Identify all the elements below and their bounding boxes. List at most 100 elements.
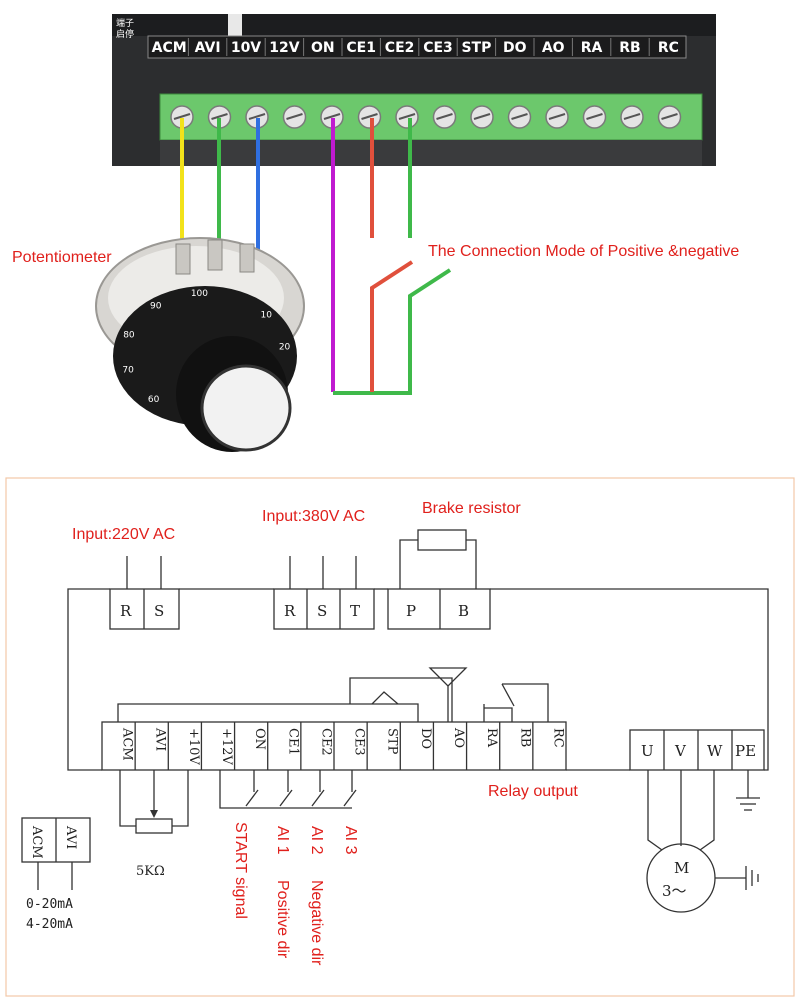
brake-resistor-label: Brake resistor: [422, 500, 521, 517]
schematic-frame: [5, 477, 795, 997]
terminal-s-1: S: [154, 602, 164, 620]
control-terminal-acm: ACM: [120, 727, 135, 761]
terminal-screw-icon: [470, 105, 494, 129]
header-chinese-1: 端子: [116, 17, 134, 29]
current-acm-label: ACM: [29, 825, 44, 859]
potentiometer-symbol: [119, 770, 189, 834]
input-380-label: Input:380V AC: [262, 508, 365, 525]
terminal-r-3: R: [284, 602, 296, 620]
connection-mode-label: The Connection Mode of Positive &negativ…: [428, 243, 739, 260]
control-terminal-rb: RB: [517, 728, 532, 747]
terminal-screw-icon: [620, 105, 644, 129]
input-switches: [219, 770, 357, 809]
terminal-u: U: [641, 742, 654, 760]
negative-dir-label: Negative dir: [308, 880, 325, 966]
dial-tick-label: 70: [122, 366, 134, 376]
current-range-2: 4-20mA: [26, 917, 73, 932]
current-input-terminals: ACM AVI: [21, 817, 91, 890]
terminal-screw-icon: [357, 105, 382, 129]
dial-tick-label: 10: [261, 310, 273, 320]
relay-contact: [502, 683, 549, 722]
motor-label: M: [674, 859, 689, 877]
control-terminal-avi: AVI: [153, 727, 168, 751]
control-terminal-ce1: CE1: [285, 728, 300, 756]
terminal-screw-icon: [282, 105, 307, 129]
start-signal-label: START signal: [232, 822, 249, 919]
dial-tick-label: 60: [148, 395, 160, 405]
dial-tick-label: 90: [150, 302, 162, 312]
photo-terminal-ce3: CE3: [423, 40, 453, 56]
current-avi-label: AVI: [63, 825, 78, 849]
photo-terminal-ao: AO: [542, 40, 565, 56]
ai3-label: AI 3: [342, 826, 359, 855]
three-phase-input: R S T: [273, 556, 375, 630]
control-terminal-plus10v: +10V: [186, 728, 201, 765]
terminal-v: V: [674, 742, 687, 760]
pot-value-label: 5KΩ: [136, 864, 165, 879]
pe-ground-icon: [736, 770, 760, 811]
current-range-1: 0-20mA: [26, 897, 73, 912]
switch-red: [370, 260, 414, 392]
brake-resistor-terminals: P B: [387, 529, 491, 630]
brake-resistor-symbol: [417, 529, 467, 551]
header-chinese-2: 启停: [116, 28, 134, 40]
terminal-screw-icon: [432, 105, 457, 129]
control-terminal-do: DO: [418, 728, 433, 749]
output-transistor: [371, 691, 399, 705]
terminal-s-3: S: [317, 602, 327, 620]
dial-tick-label: 80: [123, 330, 135, 340]
terminal-w: W: [707, 742, 723, 760]
control-terminal-rc: RC: [550, 728, 565, 748]
terminal-p: P: [406, 602, 416, 620]
photo-terminal-on: ON: [311, 40, 335, 56]
motor-symbol: M 3～: [646, 770, 759, 913]
control-terminal-strip: ACM AVI +10V +12V ON CE1 CE2 CE3 STP DO AO RA RB RC: [101, 721, 567, 771]
control-terminal-ce3: CE3: [352, 728, 367, 756]
output-terminals: U V W PE: [629, 729, 765, 771]
terminal-screw-icon: [657, 105, 682, 129]
photo-terminal-do: DO: [503, 40, 527, 56]
terminal-t-3: T: [350, 602, 360, 620]
motor-phase-label: 3～: [662, 882, 687, 900]
potentiometer-image: 102030405060708090100: [95, 237, 305, 452]
photo-terminal-ce2: CE2: [385, 40, 415, 56]
analog-output-symbol: [428, 667, 468, 687]
drive-outline-left: [67, 588, 110, 771]
photo-terminal-acm: ACM: [152, 40, 187, 56]
terminal-screw-icon: [507, 105, 532, 129]
potentiometer-label: Potentiometer: [12, 249, 112, 266]
terminal-screw-icon: [582, 105, 607, 129]
terminal-r-1: R: [120, 602, 132, 620]
photo-terminal-12v: 12V: [269, 40, 299, 56]
terminal-screw-icon: [395, 105, 419, 129]
control-terminal-ce2: CE2: [318, 728, 333, 756]
ai2-label: AI 2: [308, 826, 325, 855]
control-terminal-stp: STP: [385, 728, 400, 755]
control-terminal-ao: AO: [451, 727, 466, 748]
control-terminal-ra: RA: [484, 728, 499, 748]
ai1-label: AI 1: [274, 826, 291, 855]
single-phase-input: R S: [109, 556, 180, 630]
photo-terminal-stp: STP: [461, 40, 491, 56]
dial-tick-label: 100: [191, 289, 208, 299]
photo-terminal-10v: 10V: [231, 40, 261, 56]
terminal-label-strip: ACM AVI 10V 12V ON CE1 CE2 CE3 STP DO AO RA RB RC: [152, 38, 679, 56]
dial-tick-label: 20: [279, 343, 291, 353]
common-bus: [117, 703, 419, 722]
positive-dir-label: Positive dir: [274, 880, 291, 959]
control-terminal-on: ON: [252, 728, 267, 750]
control-terminal-plus12v: +12V: [219, 728, 234, 765]
photo-terminal-avi: AVI: [195, 40, 221, 56]
terminal-pe: PE: [735, 742, 756, 760]
input-220-label: Input:220V AC: [72, 526, 175, 543]
terminal-b: B: [458, 602, 469, 620]
switch-green: [408, 268, 452, 392]
relay-output-label: Relay output: [488, 783, 578, 800]
photo-terminal-ra: RA: [581, 40, 603, 56]
wiring-photo: 端子 启停 ACM AVI 10V 12V ON CE1 CE2 CE3 STP DO AO RA RB…: [12, 14, 739, 452]
photo-terminal-ce1: CE1: [346, 40, 376, 56]
photo-terminal-rc: RC: [658, 40, 679, 56]
terminal-screw-icon: [545, 105, 569, 129]
photo-terminal-rb: RB: [619, 40, 640, 56]
